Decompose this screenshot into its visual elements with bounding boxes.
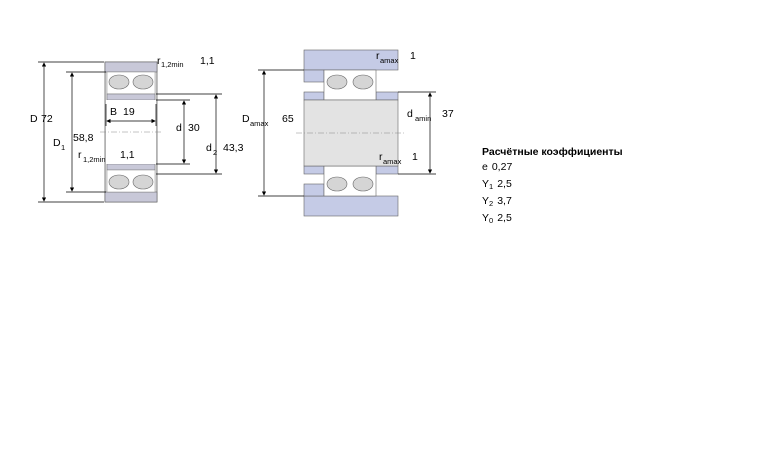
coefficient-label: Y: [482, 195, 490, 207]
label-d2: d: [206, 142, 212, 154]
label-B: B: [110, 106, 117, 118]
value-d: 30: [188, 122, 200, 134]
coefficient-value: 2,5: [497, 178, 512, 190]
sub-ra-top: amax: [380, 56, 399, 65]
label-ra-top: r: [376, 50, 380, 62]
sub-r-top: 1,2min: [161, 60, 184, 69]
right-dimensions: [258, 69, 436, 197]
coefficient-sub: 2: [489, 199, 494, 208]
label-D1: D: [53, 137, 61, 149]
coefficient-value: 0,27: [491, 161, 513, 173]
value-D1: 58,8: [73, 132, 94, 144]
sub-da: amin: [415, 114, 431, 123]
value-D: 72: [41, 113, 53, 125]
sub-r-bottom: 1,2min: [83, 155, 106, 164]
value-B: 19: [123, 106, 135, 118]
left-labels: D 72 D 1 58,8 B 19 d 30 d 2 43,3 r 1,2mi…: [30, 55, 244, 164]
coefficient-label: Y: [482, 212, 490, 224]
left-bearing-section: [100, 61, 162, 203]
value-r-top: 1,1: [200, 55, 215, 67]
label-r-bottom: r: [78, 149, 82, 161]
label-ra-bottom: r: [379, 151, 383, 163]
coefficient-label: e: [482, 161, 488, 173]
label-r-top: r: [157, 55, 161, 67]
sub-d2: 2: [213, 148, 217, 157]
sub-ra-bottom: amax: [383, 157, 402, 166]
coefficient-sub: 1: [489, 182, 494, 191]
value-r-bottom: 1,1: [120, 149, 135, 161]
bottom-roller-row: [106, 163, 156, 193]
label-d: d: [176, 122, 182, 134]
label-D: D: [30, 113, 38, 125]
value-ra-top: 1: [410, 50, 416, 62]
coefficient-sub: 0: [489, 216, 494, 225]
right-mounting-section: [296, 49, 404, 217]
coefficient-label: Y: [482, 178, 490, 190]
coefficient-value: 2,5: [497, 212, 512, 224]
value-da: 37: [442, 108, 454, 120]
top-roller-row: [106, 71, 156, 101]
sub-D1: 1: [61, 143, 65, 152]
value-Da: 65: [282, 113, 294, 125]
left-dimensions: [38, 61, 222, 203]
coefficient-value: 3,7: [497, 195, 512, 207]
coefficients-title: Расчётные коэффициенты: [482, 146, 623, 158]
value-ra-bottom: 1: [412, 151, 418, 163]
value-d2: 43,3: [223, 142, 244, 154]
right-labels: r amax 1 D amax 65 d amin 37 r amax 1: [242, 50, 454, 166]
label-Da: D: [242, 113, 250, 125]
label-da: d: [407, 108, 413, 120]
sub-Da: amax: [250, 119, 269, 128]
